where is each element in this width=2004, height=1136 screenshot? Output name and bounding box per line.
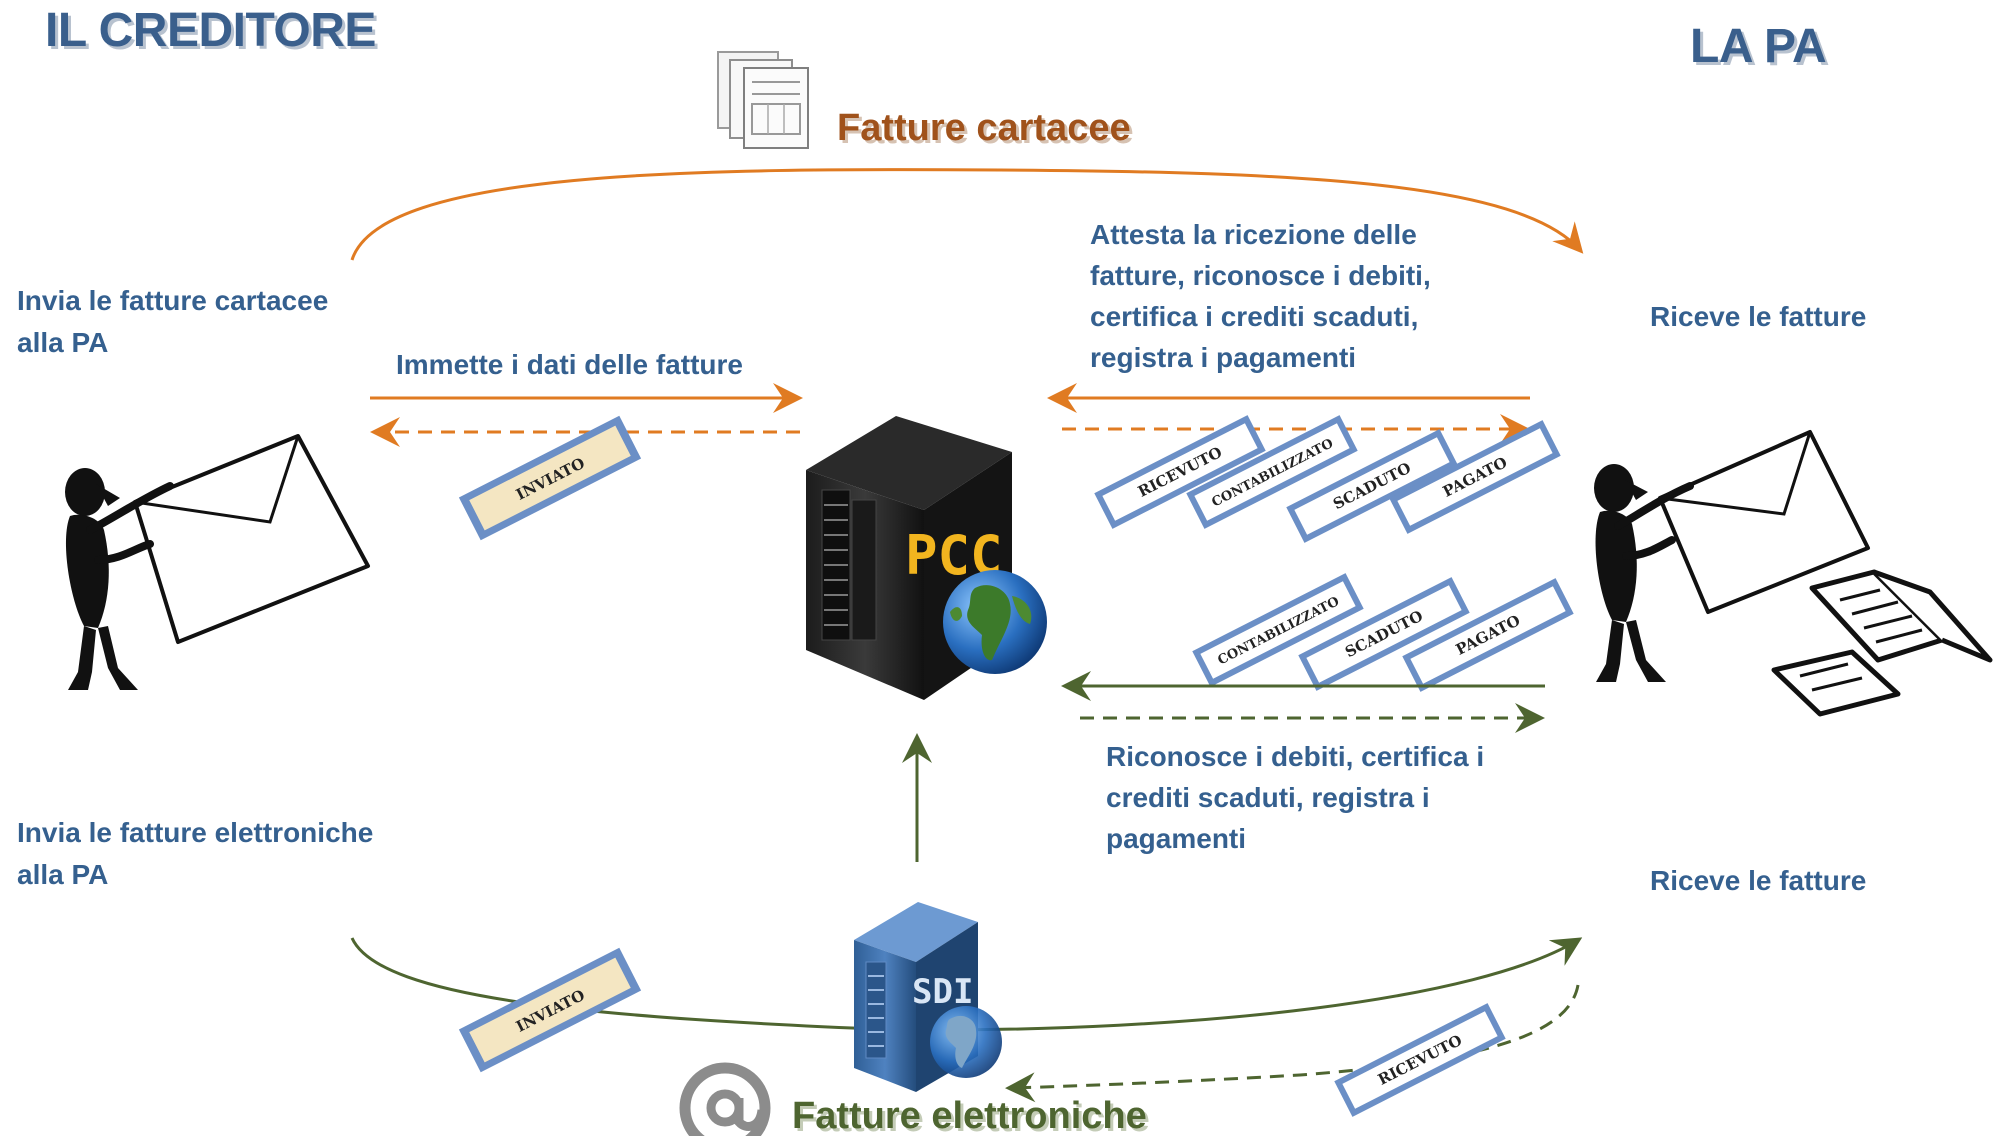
pcc-server: PCC [806,416,1047,700]
svg-text:LA PA: LA PA [1690,20,1826,73]
paper-send-text: Invia le fatture cartacee alla PA [17,285,336,358]
creditor-header: IL CREDITORE IL CREDITORE [45,4,379,60]
electronic-invoices-title: Fatture elettroniche Fatture elettronich… [792,1095,1150,1136]
paper-pa-actions-text: Attesta la ricezione delle fatture, rico… [1090,219,1439,373]
pa-header: LA PA LA PA [1690,20,1830,76]
invoice-documents-icon [717,51,809,149]
paper-flow-arc [350,168,1584,261]
status-tag-ricevuto-electronic: RICEVUTO [1334,1003,1506,1117]
status-tag-inviato-electronic: INVIATO [458,947,642,1073]
pa-to-sdi-dashed-arrow [1005,984,1580,1103]
person-with-envelope-icon [1594,430,1870,682]
status-tag-inviato-paper: INVIATO [458,415,642,541]
papers-icon [1771,569,1993,717]
sdi-server: SDI [854,902,1002,1092]
svg-text:Fatture cartacee: Fatture cartacee [840,110,1134,152]
status-tag-pagato-paper: PAGATO [1389,420,1561,534]
svg-text:IL CREDITORE: IL CREDITORE [48,7,379,60]
person-with-envelope-icon [65,434,370,690]
svg-text:Fatture cartacee: Fatture cartacee [837,107,1131,149]
status-tag-scaduto-electronic: SCADUTO [1298,577,1470,691]
svg-text:Fatture elettroniche: Fatture elettroniche [795,1098,1150,1136]
svg-text:IL CREDITORE: IL CREDITORE [45,4,376,57]
at-sign-icon [679,1062,771,1136]
svg-text:Fatture elettroniche: Fatture elettroniche [792,1095,1147,1136]
globe-icon [930,1006,1002,1078]
creditor-action-text: Immette i dati delle fatture [396,349,743,380]
electronic-send-text: Invia le fatture elettroniche alla PA [17,817,381,890]
paper-receive-text: Riceve le fatture [1650,301,1866,332]
globe-icon [943,570,1047,674]
svg-text:SDI: SDI [912,972,973,1012]
server-rack-slots [821,489,877,641]
svg-text:LA PA: LA PA [1693,23,1829,76]
paper-invoices-title: Fatture cartacee Fatture cartacee [837,107,1134,152]
electronic-pa-actions-text: Riconosce i debiti, certifica i crediti … [1106,741,1492,854]
electronic-receive-text: Riceve le fatture [1650,865,1866,896]
